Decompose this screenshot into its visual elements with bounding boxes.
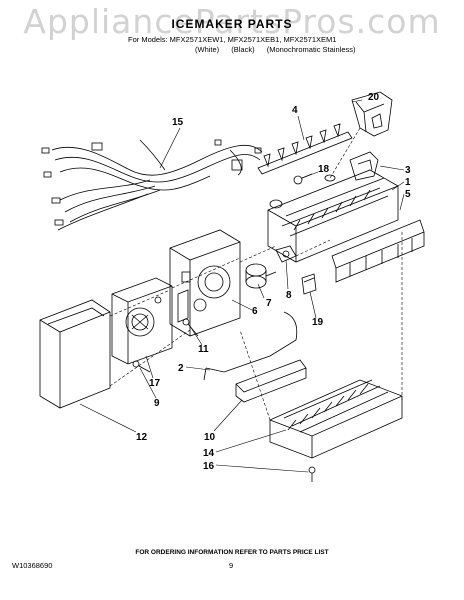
mounting-bracket — [349, 151, 379, 181]
callout-1: 1 — [405, 177, 411, 188]
control-module-housing — [169, 229, 241, 337]
retainer-clip — [301, 273, 317, 295]
ordering-note: FOR ORDERING INFORMATION REFER TO PARTS … — [135, 549, 329, 556]
ice-mold — [267, 169, 399, 263]
callout-19: 19 — [312, 317, 324, 328]
front-cover — [39, 299, 111, 409]
ice-tray — [269, 379, 403, 459]
variant-white: (White) — [195, 45, 220, 54]
motor-gear — [245, 263, 277, 289]
callout-20: 20 — [368, 92, 380, 103]
shutoff-arm — [203, 311, 298, 381]
screw-11 — [182, 318, 199, 337]
document-number: W10368690 — [12, 561, 53, 570]
variant-stainless: (Monochromatic Stainless) — [266, 45, 356, 54]
callout-3: 3 — [405, 165, 411, 176]
callout-2: 2 — [178, 363, 184, 374]
model-variants: (White) (Black) (Monochromatic Stainless… — [195, 45, 365, 54]
callout-15: 15 — [172, 117, 184, 128]
model-list: For Models: MFX2571XEW1, MFX2571XEB1, MF… — [128, 35, 337, 44]
callout-14: 14 — [203, 448, 215, 459]
callout-16: 16 — [203, 461, 215, 472]
cover-plate — [235, 359, 307, 403]
callout-5: 5 — [405, 189, 411, 200]
callout-17: 17 — [149, 378, 161, 389]
callout-9: 9 — [154, 398, 160, 409]
callout-18: 18 — [318, 164, 330, 175]
callout-12: 12 — [136, 432, 148, 443]
callout-4: 4 — [292, 105, 298, 116]
callout-11: 11 — [198, 344, 209, 355]
wiring-harness — [41, 139, 263, 231]
callout-8: 8 — [286, 290, 292, 301]
assembly-lines — [109, 127, 403, 421]
control-module — [111, 277, 173, 365]
screw-9 — [132, 360, 151, 373]
screw-16 — [308, 466, 316, 482]
ejector — [257, 123, 353, 175]
watermark: AppliancePartsPros.com — [23, 2, 441, 41]
callout-6: 6 — [252, 306, 258, 317]
callout-10: 10 — [204, 432, 216, 443]
mold-fence — [331, 219, 425, 283]
callout-leaders — [79, 99, 405, 473]
page-number: 9 — [229, 561, 234, 570]
shutoff-pivot — [275, 245, 297, 263]
callout-7: 7 — [266, 298, 272, 309]
variant-black: (Black) — [231, 45, 255, 54]
diagram-title: ICEMAKER PARTS — [171, 17, 293, 31]
